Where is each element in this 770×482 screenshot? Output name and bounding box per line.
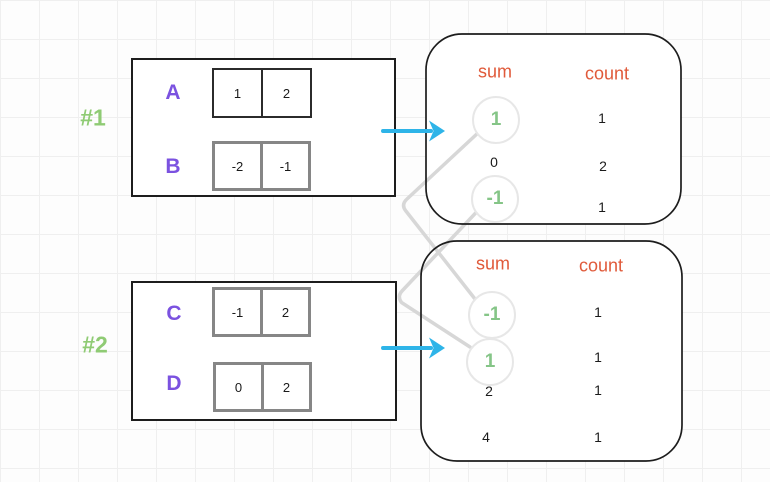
array-c-cells: -1 2 [212,287,311,337]
array-a-cell-1: 2 [261,68,312,118]
result-2-count-header: count [578,255,624,276]
result-1-sum-header: sum [477,61,513,82]
array-c-label: C [166,302,182,325]
example-2-label: #2 [82,331,108,358]
array-a-label: A [165,81,181,104]
arrow-1-icon [381,120,445,142]
array-b-cell-0: -2 [212,141,263,191]
arrow-2-icon [381,337,445,359]
result-box-2-fill [421,241,682,461]
result-1-count-2: 1 [598,199,606,215]
result-2-count-2: 1 [594,382,602,398]
array-d-cell-1: 2 [261,362,312,412]
array-d-label: D [166,372,182,395]
example-1-label: #1 [80,104,106,131]
array-d-cells: 0 2 [213,362,312,412]
array-b-cell-1: -1 [260,141,311,191]
array-a-cells: 1 2 [212,68,312,118]
array-c-cell-0: -1 [212,287,263,337]
array-b-label: B [165,155,181,178]
array-d-cell-0: 0 [213,362,264,412]
result-2-sum-circled-neg1: -1 [468,291,516,339]
result-2-sum-3: 4 [482,429,490,445]
result-1-count-0: 1 [598,110,606,126]
result-2-sum-circled-1: 1 [466,338,514,386]
result-box-1-fill [426,34,681,224]
result-1-count-header: count [584,63,630,84]
array-c-cell-1: 2 [260,287,311,337]
result-box-2-outline [420,240,683,462]
result-2-count-3: 1 [594,429,602,445]
result-2-sum-2: 2 [485,383,493,399]
result-2-count-0: 1 [594,304,602,320]
connector-line-1-to-neg1 [401,130,481,301]
result-1-sum-1: 0 [490,154,498,170]
connector-line-neg1-to-1 [397,209,480,349]
result-2-sum-header: sum [475,253,511,274]
result-1-count-1: 2 [599,158,607,174]
result-1-sum-circled-1: 1 [472,96,520,144]
result-2-count-1: 1 [594,349,602,365]
array-b-cells: -2 -1 [212,141,311,191]
result-1-sum-circled-neg1: -1 [471,175,519,223]
